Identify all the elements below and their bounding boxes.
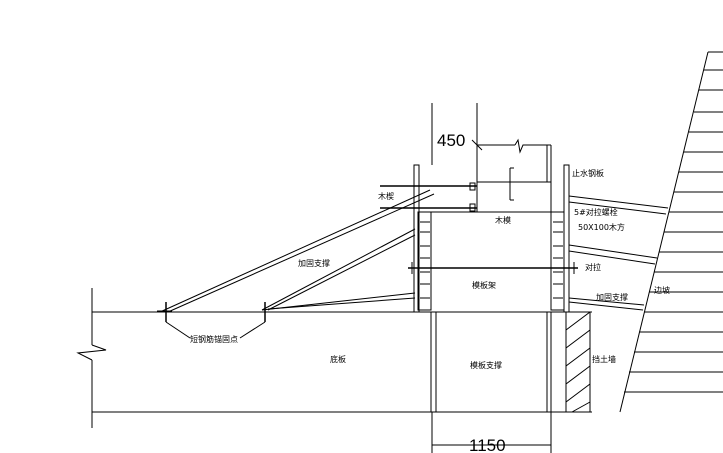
label-template-frame: 模板架: [472, 280, 496, 290]
left-vertical-post: [413, 164, 420, 313]
bottom-dimension: 1150: [469, 436, 506, 453]
label-fixed-point: 短钢筋锚固点: [190, 334, 238, 344]
label-wall-template-support: 模板支撑: [470, 360, 502, 370]
retaining-wall: [565, 311, 591, 413]
label-slope: 边坡: [654, 285, 670, 295]
short-diagonal-brace: [261, 228, 416, 311]
middle-strut: [568, 244, 658, 259]
label-wood-beam: 木楔: [378, 191, 394, 201]
right-vertical-post: [563, 164, 570, 313]
label-retaining-wall: 挡土墙: [592, 354, 616, 364]
left-formwork-strip: [417, 211, 432, 311]
top-dimension: 450: [437, 131, 465, 150]
label-screw: 对拉: [585, 262, 601, 272]
break-symbol: [76, 344, 107, 361]
label-small-bolt: 5#对拉螺栓: [574, 207, 618, 217]
upper-wall-box: [476, 181, 552, 213]
upper-strut: [568, 195, 669, 209]
label-reinforced-support: 加固支撑: [298, 258, 330, 268]
lower-strut: [568, 297, 645, 306]
label-bottom-plate: 底板: [330, 354, 346, 364]
label-extra-support: 加固支撑: [596, 292, 628, 302]
label-wood: 木模: [495, 215, 511, 225]
label-wood-square: 50X100木方: [578, 222, 625, 232]
label-stop-water-plate: 止水钢板: [572, 168, 604, 178]
right-formwork-strip: [550, 211, 565, 311]
long-diagonal-brace: [159, 189, 431, 313]
